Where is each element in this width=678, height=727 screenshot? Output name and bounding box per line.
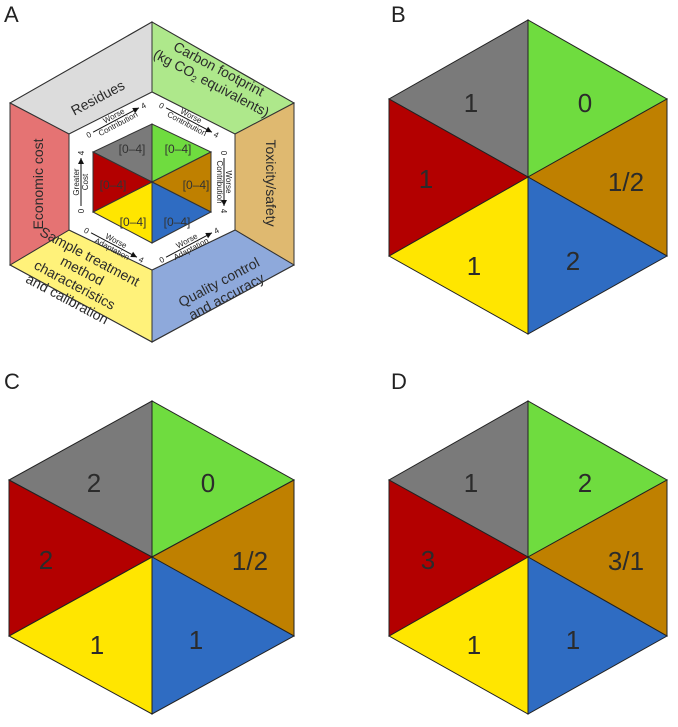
panel-b-score-brown: 1/2 — [608, 167, 644, 197]
scale-left-four: 4 — [77, 150, 86, 155]
panel-d-score-yellow: 1 — [467, 630, 481, 660]
range-label-yellow: [0–4] — [120, 215, 147, 229]
scale-right: Worse Contribution 0 4 — [215, 151, 233, 214]
scale-bottom-left-four: 4 — [137, 255, 146, 265]
panel-c-score-blue: 1 — [189, 625, 203, 655]
panel-c-score-red: 2 — [39, 545, 53, 575]
panel-d-score-grey: 1 — [464, 468, 478, 498]
panel-b-score-yellow: 1 — [467, 251, 481, 281]
panel-c-segment-red — [8, 479, 154, 637]
panel-d-score-green: 2 — [578, 468, 592, 498]
panel-c-score-yellow: 1 — [90, 630, 104, 660]
panel-d-letter: D — [391, 369, 407, 394]
scale-right-worse: Worse — [224, 171, 233, 195]
panel-b-letter: B — [391, 2, 406, 27]
scale-right-contribution: Contribution — [215, 160, 224, 203]
panel-d-score-red: 3 — [421, 545, 435, 575]
scale-left-cost: Cost — [81, 173, 90, 190]
scale-bottom-left-zero: 0 — [82, 226, 91, 236]
range-label-blue: [0–4] — [164, 215, 191, 229]
panel-d-segment-red — [388, 479, 530, 637]
scale-right-zero: 0 — [219, 151, 228, 156]
label-toxicity-safety: Toxicity/safety — [263, 139, 279, 226]
range-label-green: [0–4] — [165, 142, 192, 156]
scale-left-greater: Greater — [72, 168, 81, 195]
panel-a-letter: A — [4, 2, 19, 27]
panel-c-score-green: 0 — [201, 468, 215, 498]
panel-d-score-brown: 3/1 — [608, 546, 644, 576]
label-economic-cost: Economic cost — [30, 138, 46, 229]
scale-top-four: 4 — [212, 130, 221, 140]
range-label-red: [0–4] — [100, 178, 127, 192]
range-label-grey: [0–4] — [119, 142, 146, 156]
scale-bottom-right-zero: 0 — [158, 255, 167, 265]
scale-left-zero: 0 — [77, 208, 86, 213]
scale-top-left-four: 4 — [140, 101, 149, 111]
panel-b-score-green: 0 — [578, 88, 592, 118]
panel-b-segment-red — [388, 98, 530, 257]
panel-b-score-blue: 2 — [566, 246, 580, 276]
panel-d-score-blue: 1 — [566, 625, 580, 655]
panel-c-letter: C — [4, 369, 20, 394]
panel-b-score-grey: 1 — [464, 88, 478, 118]
scale-top-zero: 0 — [157, 101, 166, 111]
panel-c: C 2 0 1/2 1 1 2 — [4, 369, 296, 715]
panel-b: B 1 0 1/2 2 1 1 — [387, 2, 669, 335]
scale-left: Greater Cost 0 4 — [72, 150, 90, 213]
range-label-brown: [0–4] — [183, 178, 210, 192]
panel-a: A [0–4] [0–4] [0–4] [0–4] [0–4] [0–4] Re… — [4, 2, 296, 343]
panel-b-score-red: 1 — [419, 164, 433, 194]
scale-top-left-zero: 0 — [85, 130, 94, 140]
scale-bottom-right-four: 4 — [213, 226, 222, 236]
panel-d: D 1 2 3/1 1 1 3 — [387, 369, 669, 715]
panel-c-score-grey: 2 — [87, 468, 101, 498]
panel-a-outline — [9, 21, 295, 343]
scale-right-four: 4 — [219, 209, 228, 214]
inner-segment-red — [92, 151, 154, 213]
panel-c-score-brown: 1/2 — [232, 546, 268, 576]
